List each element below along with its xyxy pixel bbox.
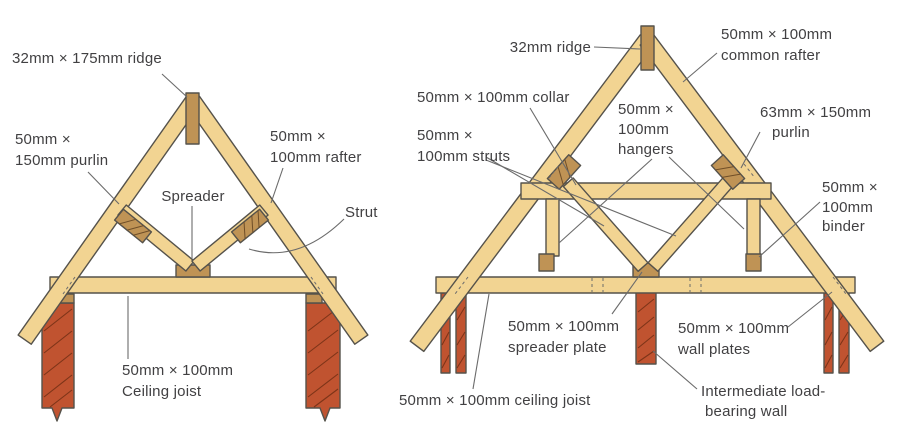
label-spreader: Spreader [161, 188, 224, 205]
label-hangers: 100mm [618, 121, 669, 138]
ceiling-joist [49, 276, 337, 294]
leader-lines [87, 73, 345, 359]
label-struts: 50mm × [417, 127, 473, 144]
label-bearing-wall: Intermediate load- [701, 383, 826, 400]
label-binder: 50mm × [822, 179, 878, 196]
label-purlin: 50mm × [15, 131, 71, 148]
left-truss-diagram: 32mm × 175mm ridge 50mm × 150mm purlin 5… [12, 50, 378, 422]
intermediate-wall [635, 290, 657, 365]
label-purlin: purlin [772, 124, 810, 141]
right-truss-diagram: 32mm ridge 50mm × 100mm common rafter 50… [399, 25, 885, 420]
right-truss-labels: 32mm ridge 50mm × 100mm common rafter 50… [399, 26, 878, 420]
ridge-board [185, 92, 200, 145]
label-ceiling-joist: 50mm × 100mm ceiling joist [399, 392, 591, 409]
leader-lines [472, 46, 833, 390]
label-struts: 100mm struts [417, 148, 510, 165]
label-ridge: 32mm ridge [510, 39, 591, 56]
label-wall-plates: 50mm × 100mm [678, 320, 789, 337]
label-purlin: 63mm × 150mm [760, 104, 871, 121]
label-rafter: 50mm × [270, 128, 326, 145]
label-ceiling-joist: Ceiling joist [122, 383, 202, 400]
label-ceiling-joist: 50mm × 100mm [122, 362, 233, 379]
purlin-left [113, 208, 153, 244]
purlin-right [710, 154, 746, 190]
label-collar: 50mm × 100mm collar [417, 89, 570, 106]
left-truss-wall-right [305, 302, 341, 422]
label-wall-plates: wall plates [677, 341, 750, 358]
label-ridge: 32mm × 175mm ridge [12, 50, 162, 67]
ridge-board [640, 25, 655, 71]
label-hangers: 50mm × [618, 101, 674, 118]
label-binder: 100mm [822, 199, 873, 216]
label-spreader-plate: spreader plate [508, 339, 607, 356]
label-common-rafter: 50mm × 100mm [721, 26, 832, 43]
brick-hatch [43, 308, 73, 408]
purlin-right [230, 208, 270, 244]
label-common-rafter: common rafter [721, 47, 820, 64]
label-spreader-plate: 50mm × 100mm [508, 318, 619, 335]
label-rafter: 100mm rafter [270, 149, 362, 166]
label-purlin: 150mm purlin [15, 152, 108, 169]
left-truss-wall-left [41, 302, 75, 422]
strut-left [562, 177, 649, 272]
binder-right [745, 253, 762, 272]
label-binder: binder [822, 218, 865, 235]
binder-left [538, 253, 555, 272]
hanger-left [545, 198, 560, 257]
label-strut: Strut [345, 204, 378, 221]
ceiling-joist [435, 276, 856, 294]
label-bearing-wall: bearing wall [705, 403, 787, 420]
label-hangers: hangers [618, 141, 674, 158]
left-truss-labels: 32mm × 175mm ridge 50mm × 150mm purlin 5… [12, 50, 378, 400]
hanger-right [746, 198, 761, 257]
